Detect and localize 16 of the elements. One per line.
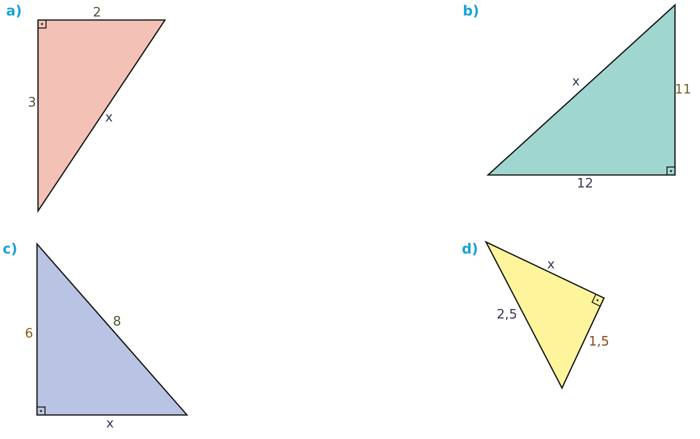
side-length: 8 <box>112 314 122 330</box>
side-length: 6 <box>24 326 34 342</box>
side-length: 1,5 <box>588 334 610 350</box>
side-length: x <box>105 110 113 126</box>
side-length: x <box>106 416 114 432</box>
side-length: 2 <box>92 6 102 20</box>
side-length: 2,5 <box>496 308 518 322</box>
side-length: x <box>572 74 580 90</box>
part-label: b) <box>462 4 480 20</box>
part-label: c) <box>2 242 18 258</box>
side-length: x <box>547 258 555 272</box>
part-label: a) <box>6 4 22 20</box>
part-label: d) <box>462 242 478 258</box>
side-length: 12 <box>576 176 594 192</box>
side-length: 11 <box>674 82 692 98</box>
side-length: 3 <box>28 96 36 110</box>
